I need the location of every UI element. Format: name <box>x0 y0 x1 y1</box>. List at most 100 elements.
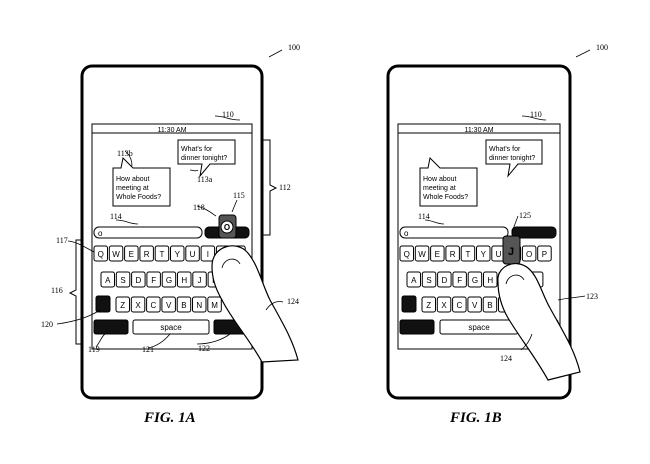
key-h[interactable] <box>177 271 192 288</box>
message-input[interactable] <box>93 226 203 239</box>
message-bubble-right <box>485 139 543 178</box>
ref-118: 118 <box>193 203 205 212</box>
key-r[interactable] <box>445 245 460 262</box>
key-f[interactable] <box>452 271 467 288</box>
key-c[interactable] <box>452 296 467 313</box>
key-label: S <box>120 276 125 285</box>
send-button[interactable] <box>511 226 557 239</box>
key-d[interactable] <box>131 271 146 288</box>
ref-125: 125 <box>519 211 531 220</box>
ref-110: 110 <box>530 110 542 119</box>
ref-116: 116 <box>51 286 63 295</box>
bubble-right-line2: dinner tonight? <box>489 155 535 162</box>
bubble-left-line2: meeting at <box>423 185 456 192</box>
key-a[interactable] <box>406 271 421 288</box>
key-v[interactable] <box>467 296 482 313</box>
key-label: I <box>207 250 209 259</box>
key-f[interactable] <box>146 271 161 288</box>
ref-100: 100 <box>288 43 300 52</box>
ref-123: 123 <box>586 292 598 301</box>
key-q[interactable] <box>93 245 108 262</box>
key-t[interactable] <box>154 245 170 262</box>
key-j[interactable] <box>192 271 207 288</box>
key-c[interactable] <box>146 296 161 313</box>
ref-124: 124 <box>287 297 299 306</box>
key-x[interactable] <box>130 296 146 313</box>
ref-115: 115 <box>233 191 245 200</box>
key-h[interactable] <box>483 271 498 288</box>
space-key-label: space <box>468 323 490 332</box>
key-r[interactable] <box>139 245 154 262</box>
key-n[interactable] <box>192 296 207 313</box>
key-s[interactable] <box>115 271 131 288</box>
message-input[interactable] <box>399 226 509 239</box>
ref-110: 110 <box>222 110 234 119</box>
key-w[interactable] <box>108 245 124 262</box>
key-label: Y <box>175 250 181 259</box>
shift-key[interactable] <box>401 295 417 313</box>
key-label: B <box>487 301 492 310</box>
key-i[interactable] <box>200 245 216 262</box>
key-label: X <box>441 301 447 310</box>
key-label: T <box>466 250 471 259</box>
key-u[interactable] <box>185 245 200 262</box>
space-key-label: space <box>160 323 182 332</box>
key-label: U <box>496 250 502 259</box>
finger <box>497 263 581 381</box>
key-label: P <box>542 250 547 259</box>
key-label: Q <box>404 250 410 259</box>
key-y[interactable] <box>170 245 185 262</box>
message-bubble-right <box>177 139 236 178</box>
key-e[interactable] <box>124 245 139 262</box>
key-a[interactable] <box>100 271 115 288</box>
key-g[interactable] <box>467 271 483 288</box>
key-label: W <box>418 250 426 259</box>
message-input-text: o <box>98 229 103 238</box>
ref-113a: 113a <box>197 175 213 184</box>
key-label: R <box>144 250 150 259</box>
key-label: A <box>105 276 111 285</box>
leader-lines <box>424 49 591 351</box>
key-s[interactable] <box>421 271 437 288</box>
space-key[interactable] <box>132 319 210 335</box>
key-label: G <box>472 276 478 285</box>
figure-label: FIG. 1B <box>449 410 502 426</box>
key-label: T <box>160 250 165 259</box>
key-w[interactable] <box>414 245 430 262</box>
key-z[interactable] <box>421 296 436 313</box>
bubble-left-line3: Whole Foods? <box>423 194 468 201</box>
bubble-right-line2: dinner tonight? <box>181 155 227 162</box>
key-label: A <box>411 276 417 285</box>
status-time: 11:30 AM <box>464 127 493 134</box>
key-label: F <box>151 276 156 285</box>
symbols-key[interactable] <box>399 319 435 335</box>
symbols-key[interactable] <box>93 319 129 335</box>
key-o[interactable] <box>521 245 537 262</box>
key-y[interactable] <box>476 245 491 262</box>
brace-112 <box>262 139 278 236</box>
key-b[interactable] <box>482 296 498 313</box>
key-label: B <box>181 301 186 310</box>
key-d[interactable] <box>437 271 452 288</box>
key-m[interactable] <box>207 296 222 313</box>
key-b[interactable] <box>176 296 192 313</box>
key-z[interactable] <box>115 296 130 313</box>
key-t[interactable] <box>460 245 476 262</box>
status-bar <box>397 123 561 134</box>
key-label: E <box>129 250 134 259</box>
ref-124: 124 <box>500 354 512 363</box>
ref-121: 121 <box>142 345 154 354</box>
key-v[interactable] <box>161 296 176 313</box>
key-g[interactable] <box>161 271 177 288</box>
key-label: F <box>457 276 462 285</box>
key-e[interactable] <box>430 245 445 262</box>
shift-key[interactable] <box>95 295 111 313</box>
key-label: R <box>450 250 456 259</box>
message-input-text: o <box>404 229 409 238</box>
key-p[interactable] <box>537 245 552 262</box>
key-x[interactable] <box>436 296 452 313</box>
fingernail <box>505 274 525 285</box>
status-bar <box>91 123 253 134</box>
key-q[interactable] <box>399 245 414 262</box>
